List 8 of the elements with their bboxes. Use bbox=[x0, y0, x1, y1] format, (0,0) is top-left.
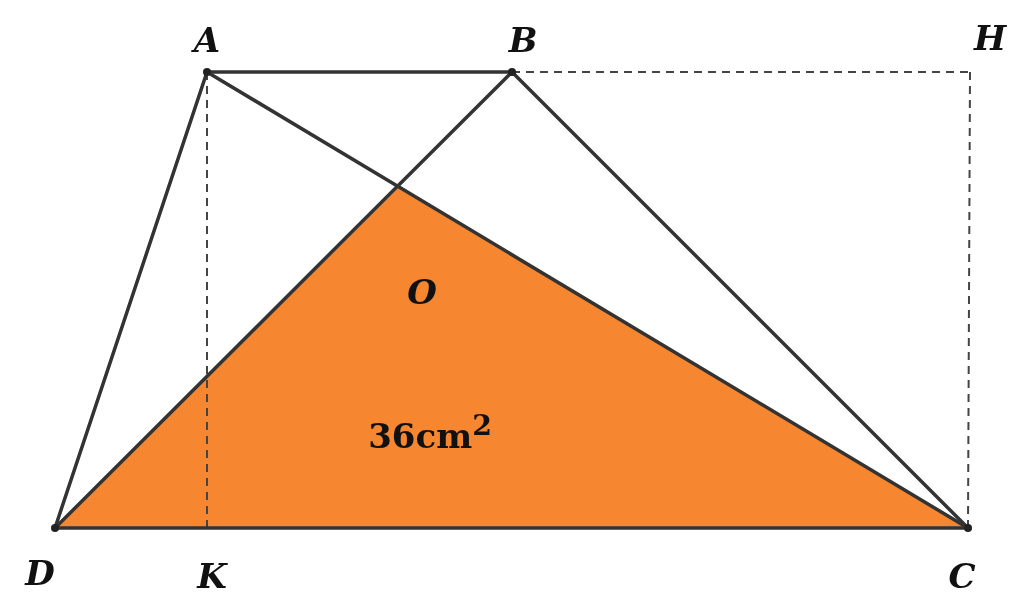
point-label: A bbox=[193, 23, 221, 57]
point-label: D bbox=[25, 556, 55, 590]
point-label: O bbox=[407, 275, 437, 309]
area-label: 36cm$^{2}$ bbox=[368, 411, 492, 453]
point-label: K bbox=[197, 559, 227, 593]
point-label: C bbox=[948, 559, 976, 593]
point-label: B bbox=[508, 23, 538, 57]
point-label: H bbox=[973, 21, 1007, 55]
